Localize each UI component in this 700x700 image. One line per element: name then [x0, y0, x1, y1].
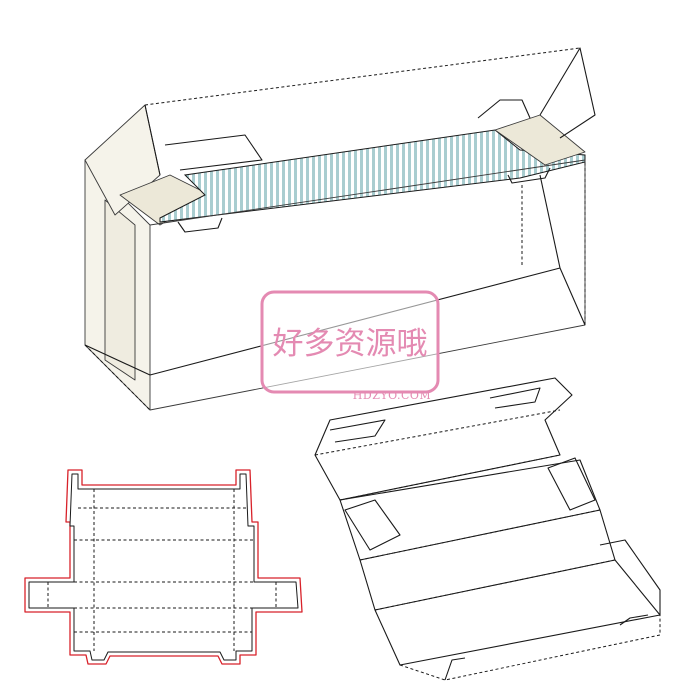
dieline-cut-outline	[24, 469, 303, 665]
box-right-lid-flap	[539, 47, 596, 139]
open-box-left-end-flap	[344, 499, 401, 551]
watermark-box	[260, 290, 440, 394]
assembled-box	[84, 47, 596, 411]
open-box-front-lock-tabs	[444, 614, 649, 681]
box-top-front-edge	[144, 104, 161, 176]
box-top-back-edge	[144, 47, 581, 106]
open-box-right-end-flap	[547, 457, 596, 511]
open-box-front-wall	[374, 559, 661, 666]
box-bottom-dashed-edge	[84, 160, 586, 411]
box-right-inner-edge	[539, 174, 561, 269]
open-box-floor	[359, 509, 616, 611]
open-box-lid-window-right	[489, 387, 541, 409]
open-box-lid	[314, 377, 573, 501]
dieline	[24, 469, 303, 665]
watermark-text: 好多资源哦	[273, 326, 428, 362]
watermark: 好多资源哦 HDZYO.COM	[260, 290, 440, 402]
open-box-floor-fold	[359, 509, 616, 611]
open-box-front-fold	[399, 615, 661, 681]
dieline-board	[28, 473, 299, 661]
open-box-back-fold	[314, 409, 561, 501]
box-left-inner-flap	[104, 199, 136, 381]
box-left-lock-tab	[177, 217, 223, 233]
box-right-lock-tab	[507, 167, 551, 184]
open-box	[314, 377, 661, 681]
open-box-front-right-tab	[599, 539, 661, 615]
open-box-lid-window-left	[329, 419, 386, 443]
box-left-lid-window	[164, 134, 263, 171]
box-right-tuck-panel	[494, 114, 586, 166]
dieline-fold-lines	[47, 489, 277, 651]
box-right-lid-window	[477, 99, 531, 119]
watermark-url: HDZYO.COM	[353, 389, 431, 402]
